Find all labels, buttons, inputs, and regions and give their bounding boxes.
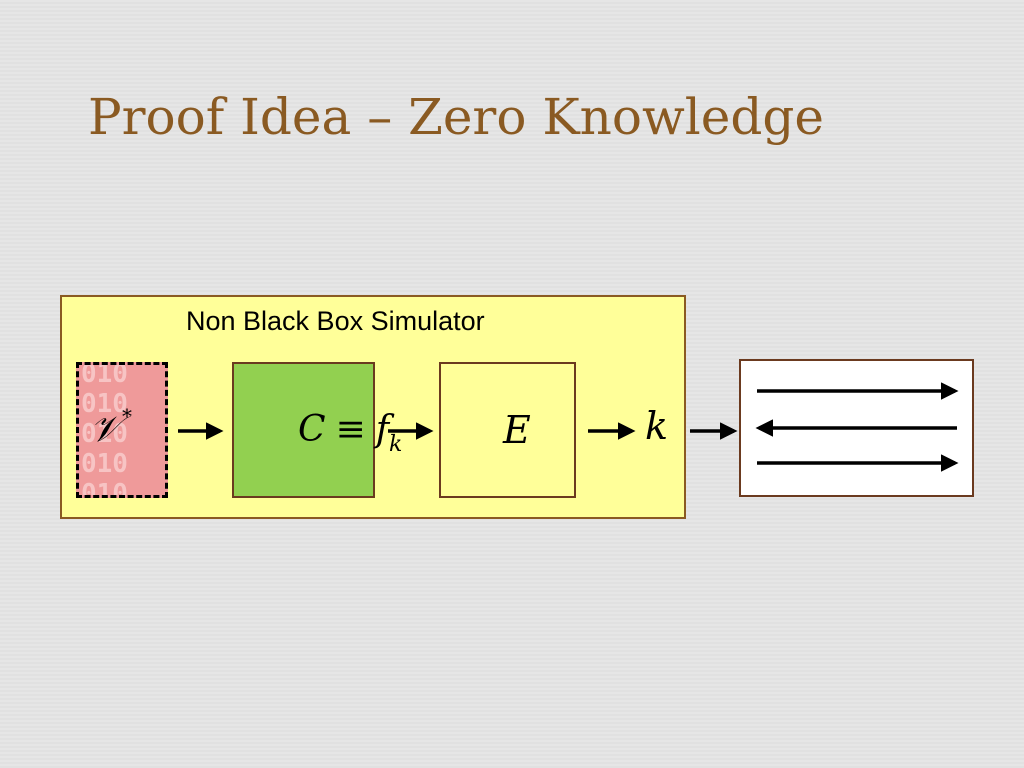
circuit-operator: ≡	[335, 409, 366, 450]
key-label: k	[645, 404, 669, 448]
extractor-label: E	[503, 408, 531, 452]
simulator-label: Non Black Box Simulator	[186, 306, 485, 336]
verifier-label: 𝒱*	[90, 404, 132, 451]
slide-title: Proof Idea – Zero Knowledge	[88, 88, 824, 146]
verifier-binary-pattern: 010 010 010 010 010	[81, 362, 128, 498]
interaction-box	[739, 359, 974, 497]
circuit-box	[232, 362, 375, 498]
circuit-function: f	[375, 409, 390, 450]
circuit-left: C	[298, 409, 326, 450]
verifier-symbol: 𝒱	[90, 409, 120, 450]
circuit-label: C≡fk	[298, 409, 402, 457]
circuit-subscript: k	[389, 432, 403, 457]
verifier-box: 010 010 010 010 010	[76, 362, 168, 498]
extractor-box	[439, 362, 576, 498]
verifier-superscript: *	[122, 404, 132, 428]
